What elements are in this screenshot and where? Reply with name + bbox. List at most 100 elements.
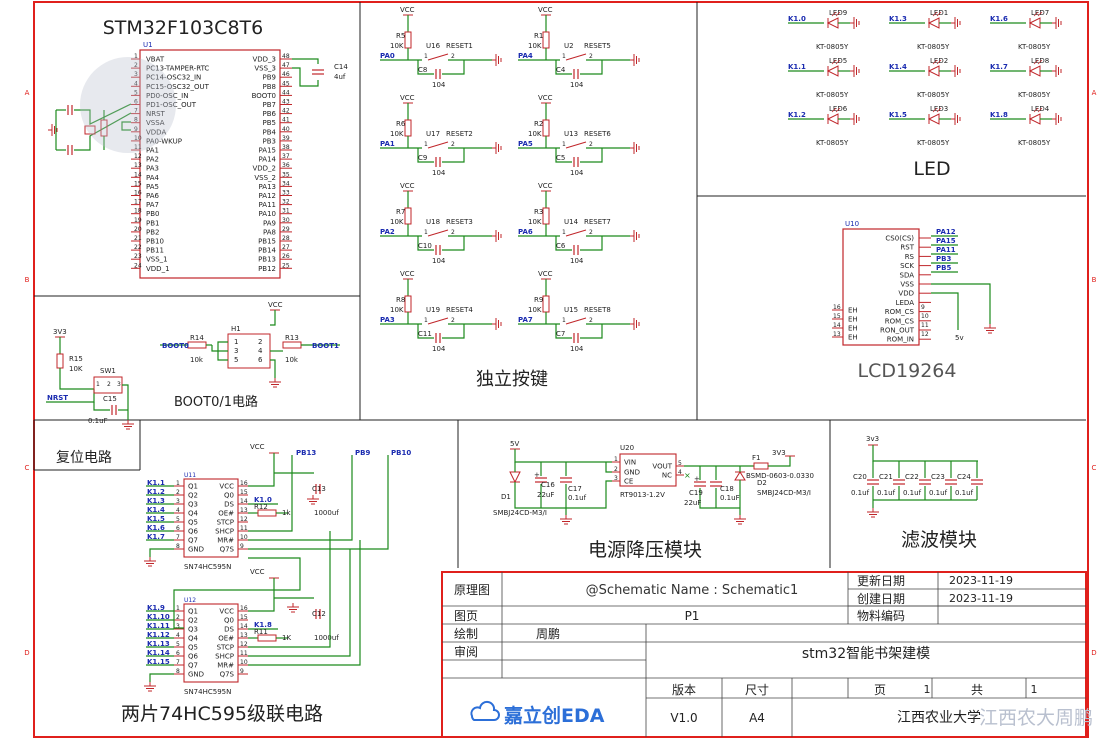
led-net: K1.2 bbox=[788, 111, 806, 119]
led-emit-arrow bbox=[932, 11, 938, 17]
btn-c-val: 104 bbox=[570, 81, 584, 89]
shift-pin-num: 8 bbox=[176, 543, 180, 550]
led-part: KT-0805Y bbox=[1018, 91, 1051, 99]
wire bbox=[417, 236, 434, 251]
d2-diode bbox=[734, 471, 746, 481]
shift-pin-num: 7 bbox=[176, 659, 180, 666]
lcd-title: LCD19264 bbox=[858, 360, 957, 382]
btn-r-ref: R8 bbox=[396, 296, 405, 304]
led-section: K1.0LED9KT-0805YK1.3LED1KT-0805YK1.6LED7… bbox=[788, 9, 1062, 180]
ground-symbol bbox=[630, 318, 640, 330]
mcu-pin-num: 39 bbox=[282, 135, 290, 142]
wire bbox=[417, 324, 434, 339]
wire bbox=[270, 310, 276, 326]
mcu-pin-num: 8 bbox=[134, 117, 138, 124]
lcd-pin-name: ROM_IN bbox=[887, 336, 914, 344]
mcu-pin-name: PB3 bbox=[263, 137, 276, 145]
led-net: K1.0 bbox=[788, 15, 806, 23]
shift-pin-num: 16 bbox=[240, 480, 248, 487]
shift-ref: U12 bbox=[184, 597, 196, 604]
shift-r-val: 1k bbox=[282, 509, 291, 517]
btn-sw-blade bbox=[427, 141, 449, 149]
mcu-pin-name: PB1 bbox=[146, 219, 159, 227]
led-diode bbox=[927, 17, 940, 29]
u20-part: RT9013-1.2V bbox=[620, 491, 665, 499]
power-vout: 3V3 bbox=[772, 449, 786, 457]
d1-part: SMBJ24CD-M3/I bbox=[493, 509, 547, 517]
btn-sw-ref: U18 bbox=[426, 218, 440, 226]
ctrl-net: PB13 bbox=[296, 449, 316, 457]
shift-pin-num: 10 bbox=[240, 659, 248, 666]
ground-symbol bbox=[951, 65, 961, 77]
btn-sw-ref: U2 bbox=[564, 42, 574, 50]
mcu-pin-name: VDD_3 bbox=[252, 56, 276, 64]
mcu-pin-name: PB8 bbox=[263, 83, 276, 91]
led-ref: LED7 bbox=[1031, 9, 1049, 17]
shift-pin-name: DS bbox=[224, 626, 234, 634]
btn-vcc: VCC bbox=[400, 94, 415, 102]
d1-diode bbox=[509, 471, 521, 484]
btn-vcc: VCC bbox=[538, 182, 553, 190]
btn-c-ref: C10 bbox=[418, 242, 432, 250]
mcu-pin-name: VDD_2 bbox=[252, 165, 276, 173]
mcu-pin-name: PB14 bbox=[258, 247, 276, 255]
reset-vcc: 3V3 bbox=[53, 328, 67, 336]
wire bbox=[580, 324, 603, 339]
wire bbox=[417, 148, 434, 163]
led-diode bbox=[927, 65, 940, 77]
shift-pin-num: 15 bbox=[240, 489, 248, 496]
shift-pin-name: Q2 bbox=[188, 492, 198, 500]
led-part: KT-0805Y bbox=[816, 139, 849, 147]
btn-r-ref: R2 bbox=[534, 120, 543, 128]
f1-ref: F1 bbox=[752, 454, 760, 462]
mcu-pin-num: 13 bbox=[134, 162, 142, 169]
c19-ref: C19 bbox=[689, 489, 703, 497]
btn-net: PA3 bbox=[380, 316, 395, 324]
btn-vcc: VCC bbox=[538, 270, 553, 278]
mcu-pin-name: PB2 bbox=[146, 228, 159, 236]
btn-net: PA1 bbox=[380, 140, 395, 148]
btn-c-val: 104 bbox=[432, 257, 446, 265]
led-part: KT-0805Y bbox=[1018, 43, 1051, 51]
r14-ref: R14 bbox=[190, 334, 204, 342]
c15-val: 0.1uF bbox=[88, 417, 108, 425]
led-emit-arrow bbox=[831, 11, 837, 17]
mcu-pin-name: PD0-OSC_IN bbox=[146, 92, 188, 100]
wire bbox=[605, 462, 612, 473]
shift-pin-name: STCP bbox=[217, 519, 234, 527]
wire bbox=[248, 455, 353, 541]
mcu-pin-num: 34 bbox=[282, 180, 290, 187]
wire bbox=[555, 324, 572, 339]
shift-pin-num: 5 bbox=[176, 516, 180, 523]
mcu-pin-name: PA3 bbox=[146, 165, 159, 173]
ground-symbol bbox=[850, 113, 860, 125]
tb-page: P1 bbox=[685, 609, 700, 623]
led-ref: LED1 bbox=[930, 9, 948, 17]
btn-c-ref: C9 bbox=[418, 154, 427, 162]
mcu-pin-name: VDD_1 bbox=[146, 265, 170, 273]
btn-sw-name: RESET3 bbox=[446, 218, 473, 226]
r13-val: 10k bbox=[285, 356, 299, 364]
shift-pin-num: 15 bbox=[240, 614, 248, 621]
u20-pin-num: 3 bbox=[614, 475, 618, 482]
led-ref: LED5 bbox=[829, 57, 847, 65]
btn-vcc: VCC bbox=[538, 94, 553, 102]
btn-c-val: 104 bbox=[432, 169, 446, 177]
net-boot0: BOOT0 bbox=[162, 342, 189, 350]
shift-out-net: K1.9 bbox=[147, 604, 165, 612]
btn-sw-name: RESET4 bbox=[446, 306, 473, 314]
wire bbox=[292, 67, 319, 87]
d1-ref: D1 bbox=[501, 493, 511, 501]
shift-pin-name: VCC bbox=[219, 483, 234, 491]
wire bbox=[248, 578, 275, 612]
u20-body bbox=[619, 453, 677, 487]
shift-pin-num: 1 bbox=[176, 605, 180, 612]
shift-pin-name: Q3 bbox=[188, 626, 198, 634]
tb-total: 1 bbox=[1031, 683, 1038, 696]
filter-title: 滤波模块 bbox=[901, 529, 977, 551]
mcu-pin-name: PA2 bbox=[146, 156, 159, 164]
btn-c-val: 104 bbox=[570, 169, 584, 177]
btn-sw-ref: U16 bbox=[426, 42, 441, 50]
led-ref: LED2 bbox=[930, 57, 948, 65]
